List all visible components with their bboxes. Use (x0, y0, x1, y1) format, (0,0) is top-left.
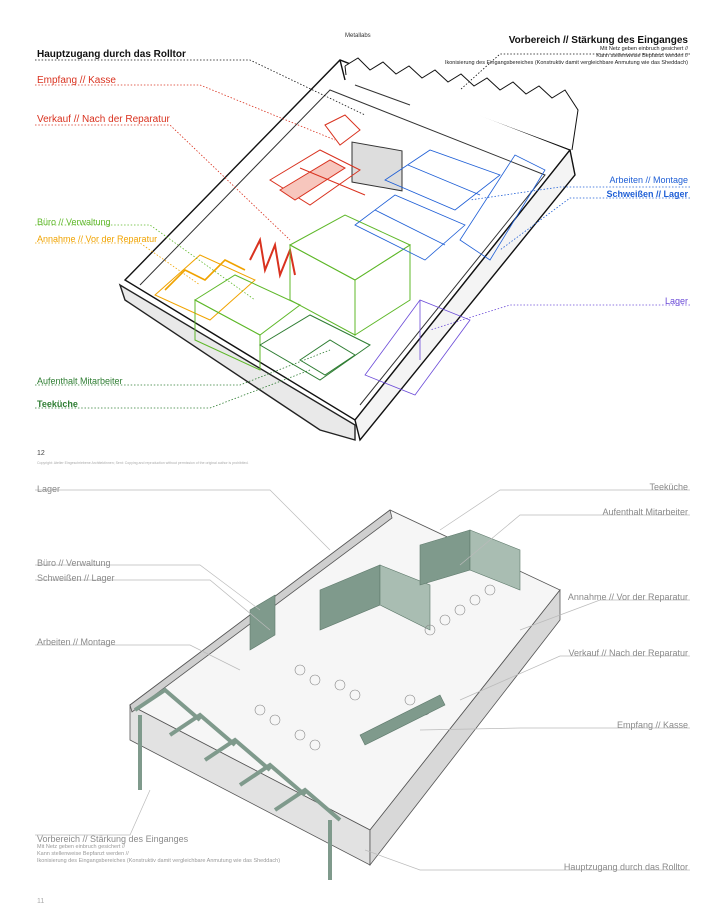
vorbereich-line1-top: Mit Netz geben einbruch gesichert // (599, 46, 688, 52)
zone-buero-green (194, 214, 412, 371)
top-diagram: Metallabs (35, 33, 690, 465)
label-teekueche-bottom: Teeküche (649, 482, 688, 492)
label-annahme-bottom: Annahme // Vor der Reparatur (567, 592, 688, 602)
label-schweissen-top: Schweißen // Lager (606, 189, 688, 199)
page-title: Metallabs (345, 33, 371, 39)
vorbereich-line3-top: Ikonisierung des Eingangsbereiches (Kons… (444, 60, 688, 66)
rolltor-door (351, 141, 403, 192)
label-buero-top: Büro // Verwaltung (37, 217, 111, 227)
vorbereich-note-bottom: Vorbereich // Stärkung des Einganges Mit… (37, 834, 280, 865)
page-number-bottom: 11 (37, 898, 45, 905)
label-arbeiten-bottom: Arbeiten // Montage (37, 637, 116, 647)
zone-arbeiten-blue (354, 149, 546, 261)
vorbereich-note-top: Vorbereich // Stärkung des Einganges Mit… (445, 35, 688, 67)
vorbereich-title-top: Vorbereich // Stärkung des Einganges (508, 35, 688, 46)
label-lager-top: Lager (664, 296, 688, 306)
label-empfang-top: Empfang // Kasse (37, 75, 116, 86)
bottom-building-drawing (35, 489, 690, 880)
label-arbeiten-top: Arbeiten // Montage (609, 175, 688, 185)
counter-empfang (359, 694, 446, 746)
label-verkauf-top: Verkauf // Nach der Reparatur (37, 114, 170, 125)
vorbereich-line2-bottom: Kann stellenweise Bepfanzt werden // (37, 851, 129, 857)
vorbereich-line2-top: Kann stellenweise Bepfanzt werden // (596, 53, 688, 59)
label-teekueche-top: Teeküche (37, 399, 78, 409)
page-number-top: 12 (37, 450, 45, 457)
zone-aufenthalt-darkgreen (259, 314, 371, 381)
vorbereich-line1-bottom: Mit Netz geben einbruch gesichert // (37, 844, 126, 850)
label-aufenthalt-top: Aufenthalt Mitarbeiter (37, 376, 123, 386)
label-lager-bottom: Lager (37, 484, 61, 494)
label-aufenthalt-bottom: Aufenthalt Mitarbeiter (602, 507, 688, 517)
building-floor-shadow (118, 283, 356, 441)
label-buero-bottom: Büro // Verwaltung (37, 558, 111, 568)
label-annahme-top: Annahme // Vor der Reparatur (37, 234, 158, 244)
top-building-drawing (35, 53, 690, 442)
label-hauptzugang-bottom: Hauptzugang durch das Rolltor (563, 862, 688, 872)
building-right-wall (369, 588, 561, 867)
label-verkauf-bottom: Verkauf // Nach der Reparatur (568, 648, 688, 658)
shed-roof (344, 57, 579, 151)
bottom-diagram: Lager Büro // Verwaltung Schweißen // La… (0, 470, 728, 916)
footnote-top: Copyright: Atelier Eingeschriebene Archi… (37, 461, 249, 465)
building-side-right (354, 148, 576, 442)
zone-annahme-orange (154, 254, 256, 321)
label-hauptzugang-top: Hauptzugang durch das Rolltor (37, 49, 186, 60)
facade-frames (133, 687, 342, 880)
vorbereich-title-bottom: Vorbereich // Stärkung des Einganges (37, 834, 189, 844)
label-empfang-bottom: Empfang // Kasse (616, 720, 688, 730)
zone-lager-purple (364, 299, 471, 396)
vorbereich-line3-bottom: Ikonisierung des Eingangsbereiches (Kons… (37, 858, 281, 864)
partitions (249, 529, 521, 651)
label-schweissen-bottom: Schweißen // Lager (37, 573, 115, 583)
